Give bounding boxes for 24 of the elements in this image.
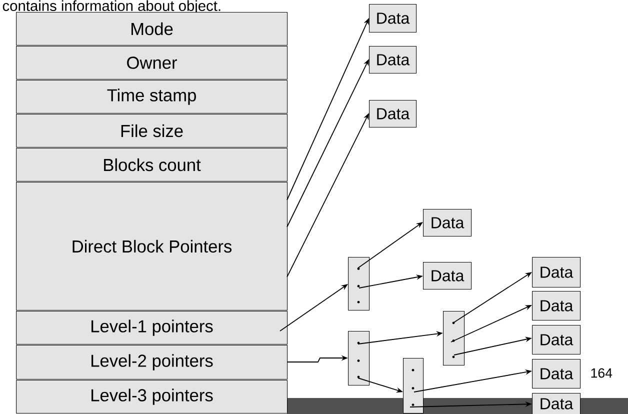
data-box: Data — [369, 4, 417, 33]
data-box: Data — [423, 209, 472, 237]
pointer-block — [348, 331, 370, 386]
data-box: Data — [532, 257, 581, 288]
table-row: Mode — [16, 12, 288, 46]
data-box: Data — [532, 291, 581, 321]
data-box: Data — [532, 359, 581, 389]
table-row: Time stamp — [16, 80, 288, 114]
data-box: Data — [369, 46, 417, 74]
table-row: Blocks count — [16, 148, 288, 182]
heading-text: contains information about object. — [2, 0, 220, 14]
pointer-block — [348, 257, 370, 311]
table-row: Level-3 pointers — [16, 380, 288, 414]
pointer-block — [403, 358, 424, 414]
data-box: Data — [532, 325, 581, 355]
data-box: Data — [423, 262, 472, 290]
page-number: 164 — [591, 368, 612, 378]
table-row: Level-1 pointers — [16, 311, 288, 345]
table-row: Level-2 pointers — [16, 345, 288, 380]
data-box: Data — [532, 393, 581, 414]
table-row: File size — [16, 114, 288, 148]
pointer-block — [443, 311, 465, 366]
table-row: Owner — [16, 46, 288, 80]
data-box: Data — [369, 100, 417, 128]
